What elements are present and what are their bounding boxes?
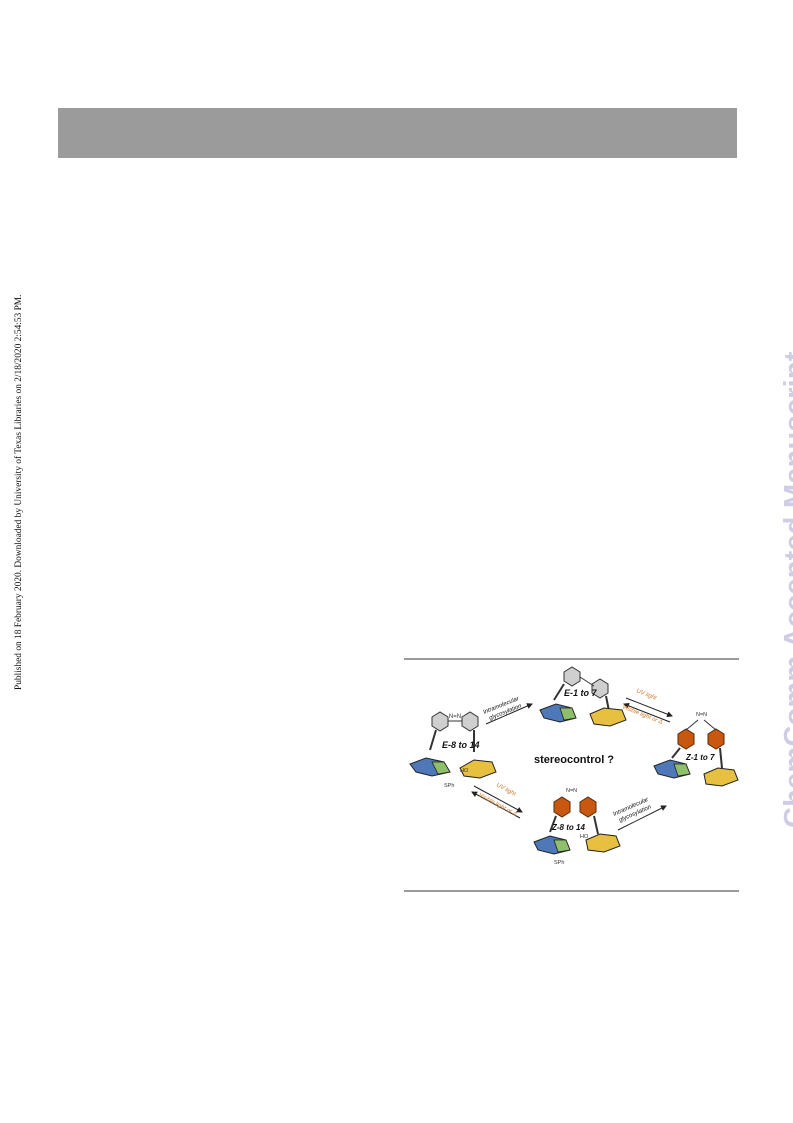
label-e1-7: E-1 to 7 [564, 688, 598, 698]
arrow-top-right: UV light Visible light or Δ [621, 688, 673, 726]
arrow-top-left: Intramolecular glycosylation [483, 696, 533, 725]
graphic-bottom-rule [404, 890, 739, 892]
orange-ring-icon [707, 728, 725, 750]
ho-label-bottom: HO [580, 834, 589, 840]
ho-label: HO [460, 768, 469, 774]
sph-label-bottom: SPh [554, 860, 564, 866]
label-z8-14: Z-8 to 14 [551, 823, 585, 832]
arrow-bottom-right: Intramolecular glycosylation [612, 796, 667, 831]
phenyl-ring-icon [591, 678, 609, 699]
molecule-e1-7: E-1 to 7 [539, 666, 627, 727]
uv-light-label: UV light [635, 688, 657, 702]
published-note: Published on 18 February 2020. Downloade… [14, 294, 24, 690]
graphic-top-rule [404, 658, 739, 660]
glycosyl-acceptor-ring [459, 759, 497, 779]
orange-ring-icon [553, 796, 571, 818]
orange-ring-icon [579, 796, 597, 818]
visible-light-label: Visible light or Δ [621, 704, 663, 726]
phenyl-ring-icon [563, 666, 581, 687]
graphical-abstract: N=N E-8 to 14 HO SPh E-1 to 7 N=N [409, 666, 739, 866]
header-bar [58, 108, 737, 158]
molecule-z8-14: N=N Z-8 to 14 HO SPh [533, 788, 621, 866]
orange-ring-icon [677, 728, 695, 750]
azo-label: N=N [449, 714, 461, 720]
accepted-manuscript-watermark: ChemComm Accepted Manuscript [779, 351, 793, 828]
sph-label: SPh [444, 783, 454, 789]
molecule-z1-7: N=N Z-1 to 7 [653, 712, 739, 787]
molecule-e8-14: N=N E-8 to 14 HO SPh [409, 711, 497, 789]
arrow-bottom-left: UV light Visible light or Δ [471, 782, 523, 819]
label-e8-14: E-8 to 14 [442, 740, 480, 750]
phenyl-ring-icon [461, 711, 479, 732]
azo-label-z8: N=N [566, 788, 577, 794]
azo-label-z: N=N [696, 712, 707, 718]
uv-light-label-bottom: UV light [495, 782, 517, 797]
label-z1-7: Z-1 to 7 [685, 753, 715, 762]
stereocontrol-label: stereocontrol ? [534, 754, 614, 766]
phenyl-ring-icon [431, 711, 449, 732]
